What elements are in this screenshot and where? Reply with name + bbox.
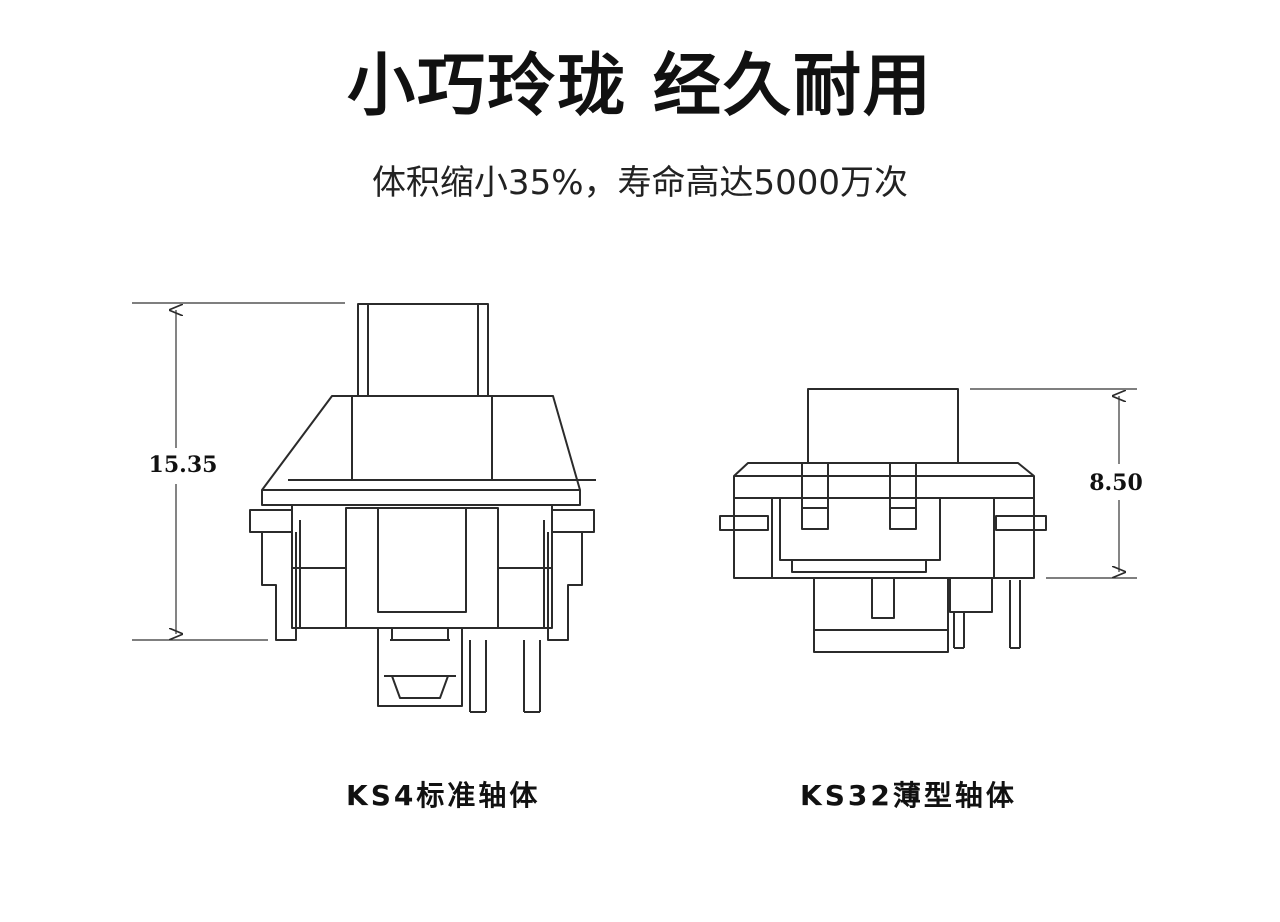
ks4-stem [357,303,489,397]
ks4-lower-housing [291,505,553,629]
ks32-caption: KS32薄型轴体 [800,779,1017,812]
ks4-center-post [377,628,463,707]
ks4-left-clip [249,509,293,533]
ks32-top-housing [733,462,1035,499]
ks4-upper-housing [261,395,581,506]
ks32-stem [807,388,959,464]
ks4-right-clip [551,509,595,533]
ks32-switch-drawing: 8.50 [719,388,1143,653]
ks4-height-label: 15.35 [149,452,218,478]
ks32-left-latch [801,462,829,530]
page-subtitle: 体积缩小35%，寿命高达5000万次 [371,163,909,203]
ks32-right-latch [889,462,917,530]
ks32-right-clip [995,515,1047,531]
ks32-height-label: 8.50 [1089,470,1143,496]
page-title: 小巧玲珑 经久耐用 [347,46,933,126]
ks32-lower-post [813,578,949,653]
ks4-caption: KS4标准轴体 [346,779,541,812]
ks32-left-clip [719,515,769,531]
ks4-center-window [345,507,499,629]
ks4-switch-drawing: 15.35 [132,302,596,713]
